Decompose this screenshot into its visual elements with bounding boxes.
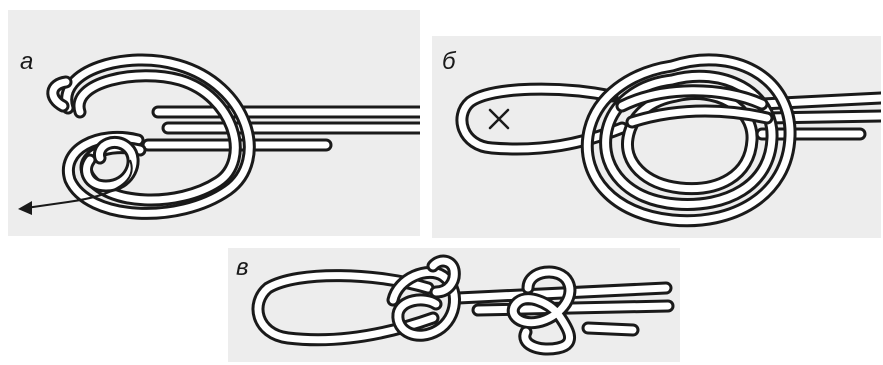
cross-mark-icon bbox=[490, 110, 508, 128]
panel-a-rope bbox=[53, 60, 420, 213]
panel-b-knot-drawing bbox=[432, 36, 881, 238]
panel-b: б bbox=[432, 36, 881, 238]
panel-c-knot-drawing bbox=[228, 248, 680, 362]
panel-b-rope bbox=[462, 60, 881, 221]
panel-a: а bbox=[8, 10, 420, 236]
panel-a-knot-drawing bbox=[8, 10, 420, 236]
panel-c-rope bbox=[258, 261, 668, 349]
panel-c: в bbox=[228, 248, 680, 362]
